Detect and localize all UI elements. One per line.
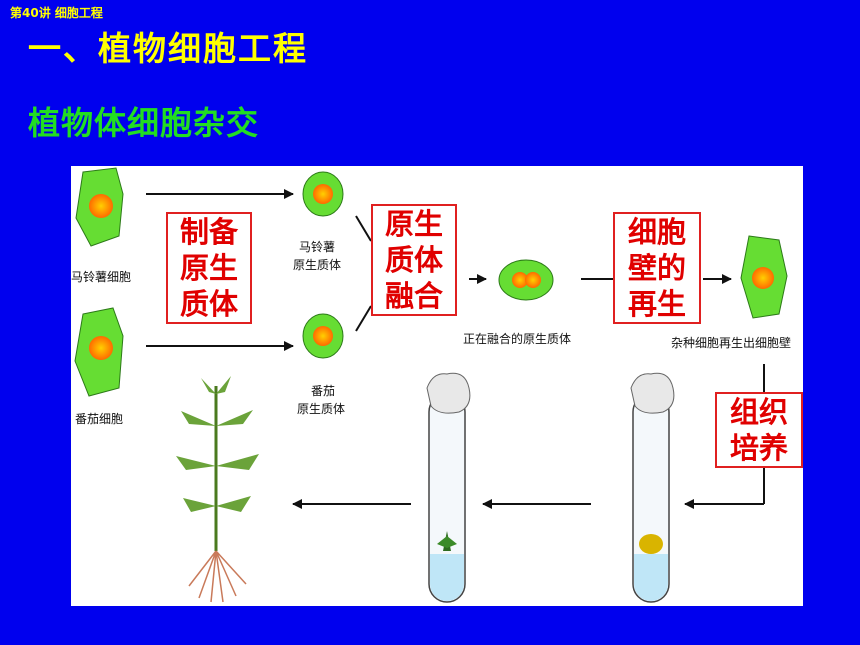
tomato-cell xyxy=(74,307,124,397)
tomato-protoplast-label-2: 原生质体 xyxy=(297,402,346,416)
lecture-header: 第40讲 细胞工程 xyxy=(10,6,103,20)
potato-nucleus xyxy=(89,194,113,218)
tomato-cell-label: 番茄细胞 xyxy=(75,412,124,426)
step-prepare-protoplast: 制备 原生 质体 xyxy=(166,212,252,324)
slide-subtitle: 植物体细胞杂交 xyxy=(28,104,260,142)
potato-cell xyxy=(75,167,124,247)
fusing-protoplast-label: 正在融合的原生质体 xyxy=(463,332,572,346)
step-wall-line-3: 再生 xyxy=(627,287,686,321)
step-fuse-line-2: 质体 xyxy=(384,243,443,277)
tomato-protoplast xyxy=(302,313,344,359)
fusing-protoplast xyxy=(498,259,554,301)
step-prepare-line-1: 制备 xyxy=(179,215,238,249)
step-culture-line-1: 组织 xyxy=(729,395,788,429)
converge-top xyxy=(355,215,372,242)
step-fuse-line-1: 原生 xyxy=(384,207,443,241)
step-tissue-culture: 组织 培养 xyxy=(715,392,803,468)
tomato-protoplast-label-1: 番茄 xyxy=(311,384,336,398)
test-tube-callus xyxy=(630,372,675,603)
potato-protoplast-label-1: 马铃薯 xyxy=(299,240,336,254)
tomato-nucleus xyxy=(89,336,113,360)
step-wall-line-2: 壁的 xyxy=(627,251,686,285)
hybrid-cell xyxy=(740,235,788,319)
fusion-diagram: 马铃薯细胞 马铃薯 原生质体 番茄细胞 番茄 原生质体 正在融合的原生质体 杂种… xyxy=(71,166,803,606)
step-wall-line-1: 细胞 xyxy=(627,215,686,249)
step-fuse-line-3: 融合 xyxy=(384,279,443,313)
diagram-graphics xyxy=(74,167,788,603)
converge-bottom xyxy=(355,305,372,332)
step-prepare-line-3: 质体 xyxy=(179,287,238,321)
test-tube-seedling xyxy=(426,372,471,603)
potato-cell-label: 马铃薯细胞 xyxy=(71,270,132,284)
potato-protoplast xyxy=(302,171,344,217)
hybrid-cell-label: 杂种细胞再生出细胞壁 xyxy=(671,336,792,350)
potato-protoplast-label-2: 原生质体 xyxy=(293,258,342,272)
step-culture-line-2: 培养 xyxy=(729,431,788,465)
step-wall-regeneration: 细胞 壁的 再生 xyxy=(613,212,701,324)
hybrid-plant xyxy=(176,376,259,603)
step-prepare-line-2: 原生 xyxy=(179,251,238,285)
roots xyxy=(188,550,247,603)
slide-title: 一、植物细胞工程 xyxy=(28,29,308,68)
step-protoplast-fusion: 原生 质体 融合 xyxy=(371,204,457,316)
